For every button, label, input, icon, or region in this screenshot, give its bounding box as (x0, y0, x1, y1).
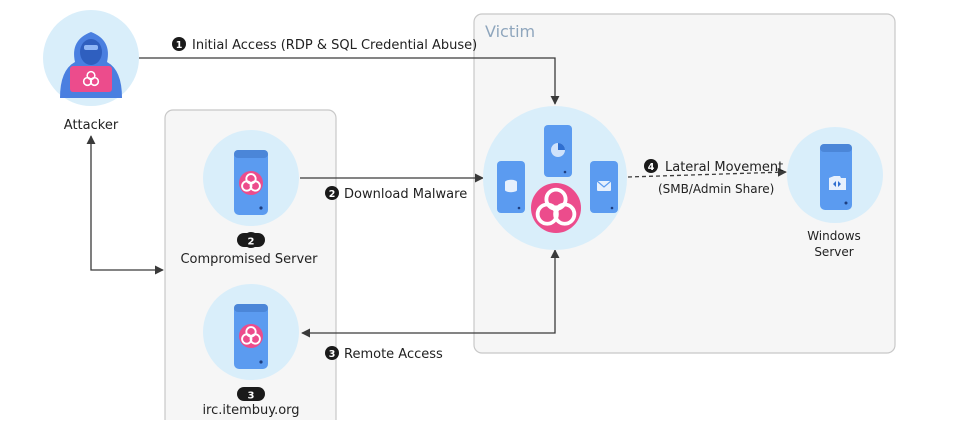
irc-server-label: irc.itembuy.org (202, 403, 299, 418)
step-2-label: 2 Download Malware (325, 186, 467, 202)
victim-group (473, 13, 896, 354)
irc-server-node: 3 irc.itembuy.org (202, 284, 300, 418)
remote-access-connector (301, 249, 560, 338)
web-server-icon (544, 125, 572, 177)
phone-server-icon (234, 150, 268, 215)
attacker-to-compromised-connector (86, 135, 164, 275)
attacker-node: Attacker (43, 10, 139, 133)
step-3-label: 3 Remote Access (325, 346, 443, 362)
victim-group-label: Victim (485, 22, 535, 41)
compromised-server-badge: 2 (248, 237, 255, 248)
compromised-server-node: 2 Compromised Server (180, 130, 318, 267)
step-4-subtext: (SMB/Admin Share) (658, 182, 774, 196)
step-4-number: 4 (648, 162, 655, 173)
mail-server-icon (590, 161, 618, 213)
step-1-number: 1 (176, 40, 183, 51)
step-3-text: Remote Access (344, 347, 443, 362)
windows-server-label-line2: Server (814, 245, 853, 259)
windows-server-node: Windows Server (787, 127, 883, 259)
malware-biohazard-icon (531, 183, 581, 233)
step-2-text: Download Malware (344, 187, 467, 202)
step-4-label: 4 Lateral Movement (SMB/Admin Share) (644, 159, 783, 196)
attacker-label: Attacker (64, 118, 119, 133)
step-1-label: 1 Initial Access (RDP & SQL Credential A… (172, 37, 477, 53)
windows-server-label-line1: Windows (807, 229, 861, 243)
phone-server-icon (234, 304, 268, 369)
step-4-text: Lateral Movement (665, 160, 783, 175)
step-3-number: 3 (329, 349, 336, 360)
victim-hub-node (483, 106, 627, 250)
initial-access-connector (138, 57, 560, 105)
irc-server-badge: 3 (248, 391, 255, 402)
step-2-number: 2 (329, 189, 336, 200)
step-1-text: Initial Access (RDP & SQL Credential Abu… (192, 38, 477, 53)
windows-server-icon (820, 144, 852, 210)
hacker-icon (60, 32, 122, 98)
lateral-movement-connector (627, 167, 787, 178)
compromised-server-label: Compromised Server (180, 252, 318, 267)
database-server-icon (497, 161, 525, 213)
